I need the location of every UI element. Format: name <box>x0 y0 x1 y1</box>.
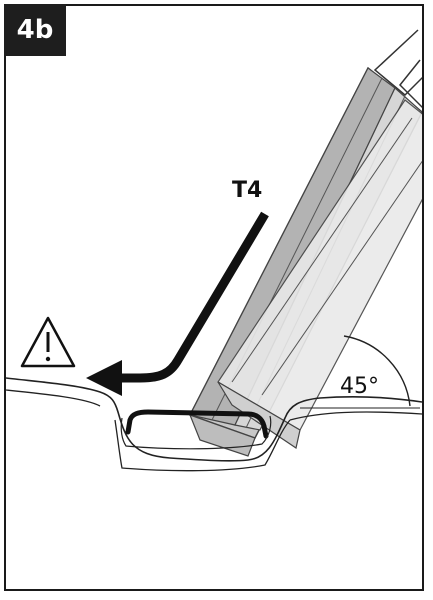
surface-profile <box>6 377 422 472</box>
warning-triangle-icon <box>20 316 76 368</box>
handle-top <box>373 29 422 109</box>
motion-arrow-icon <box>86 211 269 396</box>
step-badge: 4b <box>4 4 66 56</box>
tool-label: T4 <box>232 178 262 203</box>
angle-label: 45° <box>340 374 379 399</box>
angle-indicator <box>300 335 420 409</box>
scraper-blade <box>188 66 422 457</box>
